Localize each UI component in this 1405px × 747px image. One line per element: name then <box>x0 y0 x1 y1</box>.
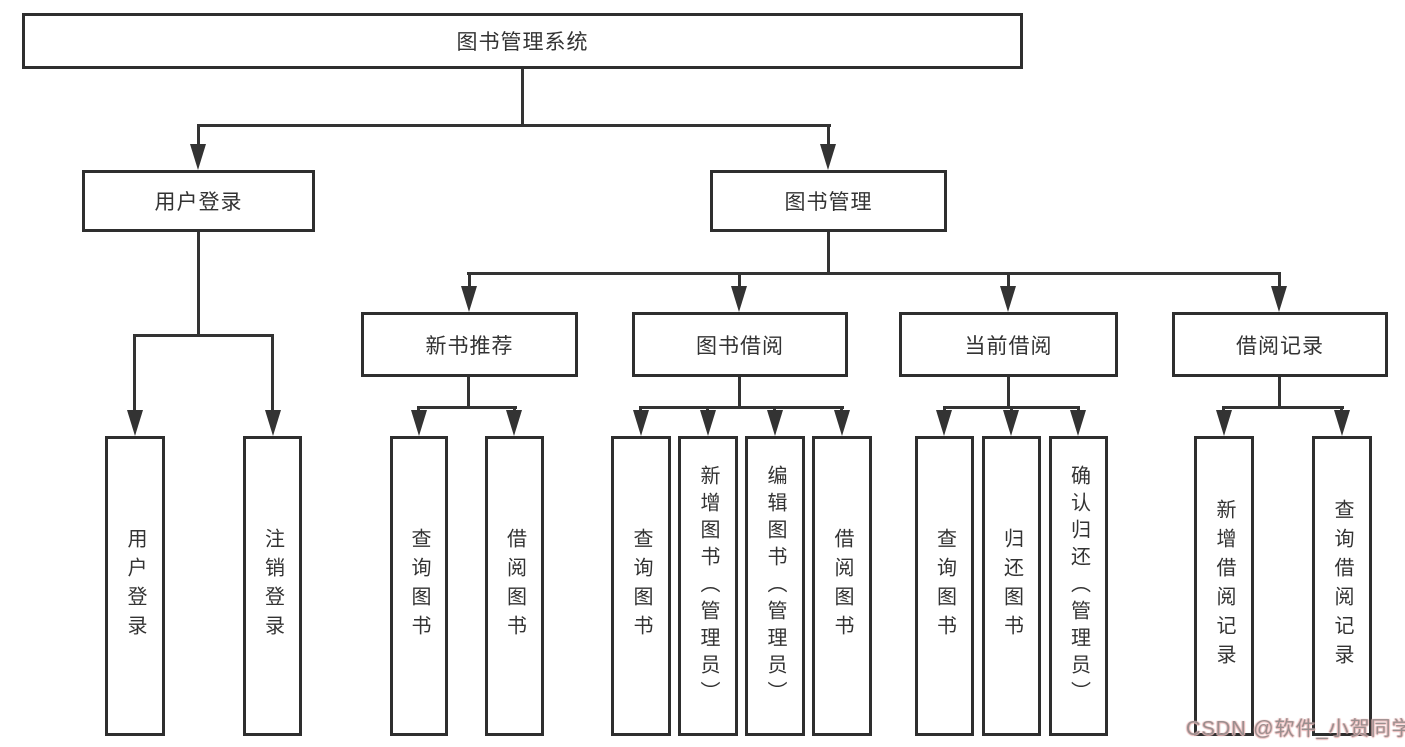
connector-user-login-stem <box>197 232 200 336</box>
leaf-query-book-3-label: 查询图书 <box>933 528 956 644</box>
arrowhead-book-borrow <box>731 286 747 312</box>
connector-to-leaf-logout <box>271 336 274 411</box>
leaf-borrow-book-1-label: 借阅图书 <box>503 528 526 644</box>
leaf-logout: 注销登录 <box>243 436 302 736</box>
node-borrow-record-label: 借阅记录 <box>1236 334 1324 358</box>
node-borrow-record: 借阅记录 <box>1172 312 1388 377</box>
arrowhead-book-management <box>820 144 836 170</box>
node-book-management: 图书管理 <box>710 170 947 232</box>
leaf-query-borrow-record: 查询借阅记录 <box>1312 436 1372 736</box>
arrowhead-leaf-query-book-2 <box>633 410 649 436</box>
node-book-borrow-label: 图书借阅 <box>696 334 784 358</box>
leaf-borrow-book-2: 借阅图书 <box>812 436 872 736</box>
connector-to-leaf-user-login <box>133 336 136 411</box>
connector-book-borrow-split <box>639 406 844 409</box>
connector-user-login-split <box>133 334 274 337</box>
connector-book-management-split <box>467 272 1281 275</box>
connector-root-split <box>197 124 831 127</box>
node-current-borrow: 当前借阅 <box>899 312 1118 377</box>
arrowhead-leaf-borrow-book-1 <box>506 410 522 436</box>
node-root-label: 图书管理系统 <box>456 31 589 54</box>
leaf-user-login: 用户登录 <box>105 436 165 736</box>
leaf-edit-book-admin-label: 编辑图书（管理员） <box>764 464 786 708</box>
arrowhead-leaf-confirm-return <box>1070 410 1086 436</box>
connector-to-book-management <box>827 126 830 146</box>
watermark: CSDN @软件_小贺同学 <box>1186 718 1405 740</box>
node-book-management-label: 图书管理 <box>784 191 873 214</box>
leaf-add-borrow-record: 新增借阅记录 <box>1194 436 1254 736</box>
leaf-query-book-2-label: 查询图书 <box>630 528 652 644</box>
connector-new-book-split <box>417 406 517 409</box>
connector-current-borrow-split <box>943 406 1080 409</box>
connector-current-borrow-stem <box>1007 377 1010 408</box>
leaf-confirm-return-admin: 确认归还（管理员） <box>1049 436 1108 736</box>
arrowhead-leaf-user-login <box>127 410 143 436</box>
connector-borrow-record-split <box>1222 406 1344 409</box>
arrowhead-leaf-add-borrow-record <box>1216 410 1232 436</box>
leaf-borrow-book-1: 借阅图书 <box>485 436 544 736</box>
leaf-query-book-1: 查询图书 <box>390 436 448 736</box>
leaf-borrow-book-2-label: 借阅图书 <box>831 528 853 644</box>
arrowhead-leaf-query-book-1 <box>411 410 427 436</box>
connector-root-stem <box>521 69 524 125</box>
arrowhead-user-login <box>190 144 206 170</box>
leaf-add-borrow-record-label: 新增借阅记录 <box>1213 499 1235 673</box>
connector-borrow-record-stem <box>1278 377 1281 408</box>
connector-to-user-login <box>197 126 200 146</box>
arrowhead-current-borrow <box>1000 286 1016 312</box>
arrowhead-leaf-return-book <box>1003 410 1019 436</box>
connector-new-book-stem <box>467 377 470 408</box>
arrowhead-leaf-query-book-3 <box>936 410 952 436</box>
leaf-edit-book-admin: 编辑图书（管理员） <box>745 436 805 736</box>
leaf-add-book-admin: 新增图书（管理员） <box>678 436 738 736</box>
leaf-logout-label: 注销登录 <box>261 528 284 644</box>
leaf-query-borrow-record-label: 查询借阅记录 <box>1331 499 1353 673</box>
leaf-return-book-label: 归还图书 <box>1000 528 1023 644</box>
leaf-query-book-1-label: 查询图书 <box>408 528 430 644</box>
arrowhead-borrow-record <box>1271 286 1287 312</box>
leaf-return-book: 归还图书 <box>982 436 1041 736</box>
connector-book-borrow-stem <box>738 377 741 408</box>
connector-to-current-borrow <box>1007 274 1010 288</box>
arrowhead-leaf-logout <box>265 410 281 436</box>
connector-to-book-borrow <box>738 274 741 288</box>
node-new-book-recommend: 新书推荐 <box>361 312 578 377</box>
arrowhead-leaf-edit-book <box>767 410 783 436</box>
arrowhead-leaf-add-book <box>700 410 716 436</box>
leaf-confirm-return-admin-label: 确认归还（管理员） <box>1067 464 1090 708</box>
arrowhead-leaf-query-borrow-record <box>1334 410 1350 436</box>
arrowhead-leaf-borrow-book-2 <box>834 410 850 436</box>
arrowhead-new-book-recommend <box>461 286 477 312</box>
connector-to-new-book-recommend <box>468 274 471 288</box>
node-root: 图书管理系统 <box>22 13 1023 69</box>
leaf-query-book-3: 查询图书 <box>915 436 974 736</box>
node-user-login-label: 用户登录 <box>154 191 243 214</box>
node-book-borrow: 图书借阅 <box>632 312 848 377</box>
leaf-user-login-label: 用户登录 <box>124 528 146 644</box>
node-new-book-recommend-label: 新书推荐 <box>425 334 514 358</box>
connector-book-management-stem <box>827 232 830 274</box>
leaf-add-book-admin-label: 新增图书（管理员） <box>697 464 719 708</box>
node-user-login: 用户登录 <box>82 170 315 232</box>
connector-to-borrow-record <box>1278 274 1281 288</box>
leaf-query-book-2: 查询图书 <box>611 436 671 736</box>
node-current-borrow-label: 当前借阅 <box>964 334 1053 358</box>
